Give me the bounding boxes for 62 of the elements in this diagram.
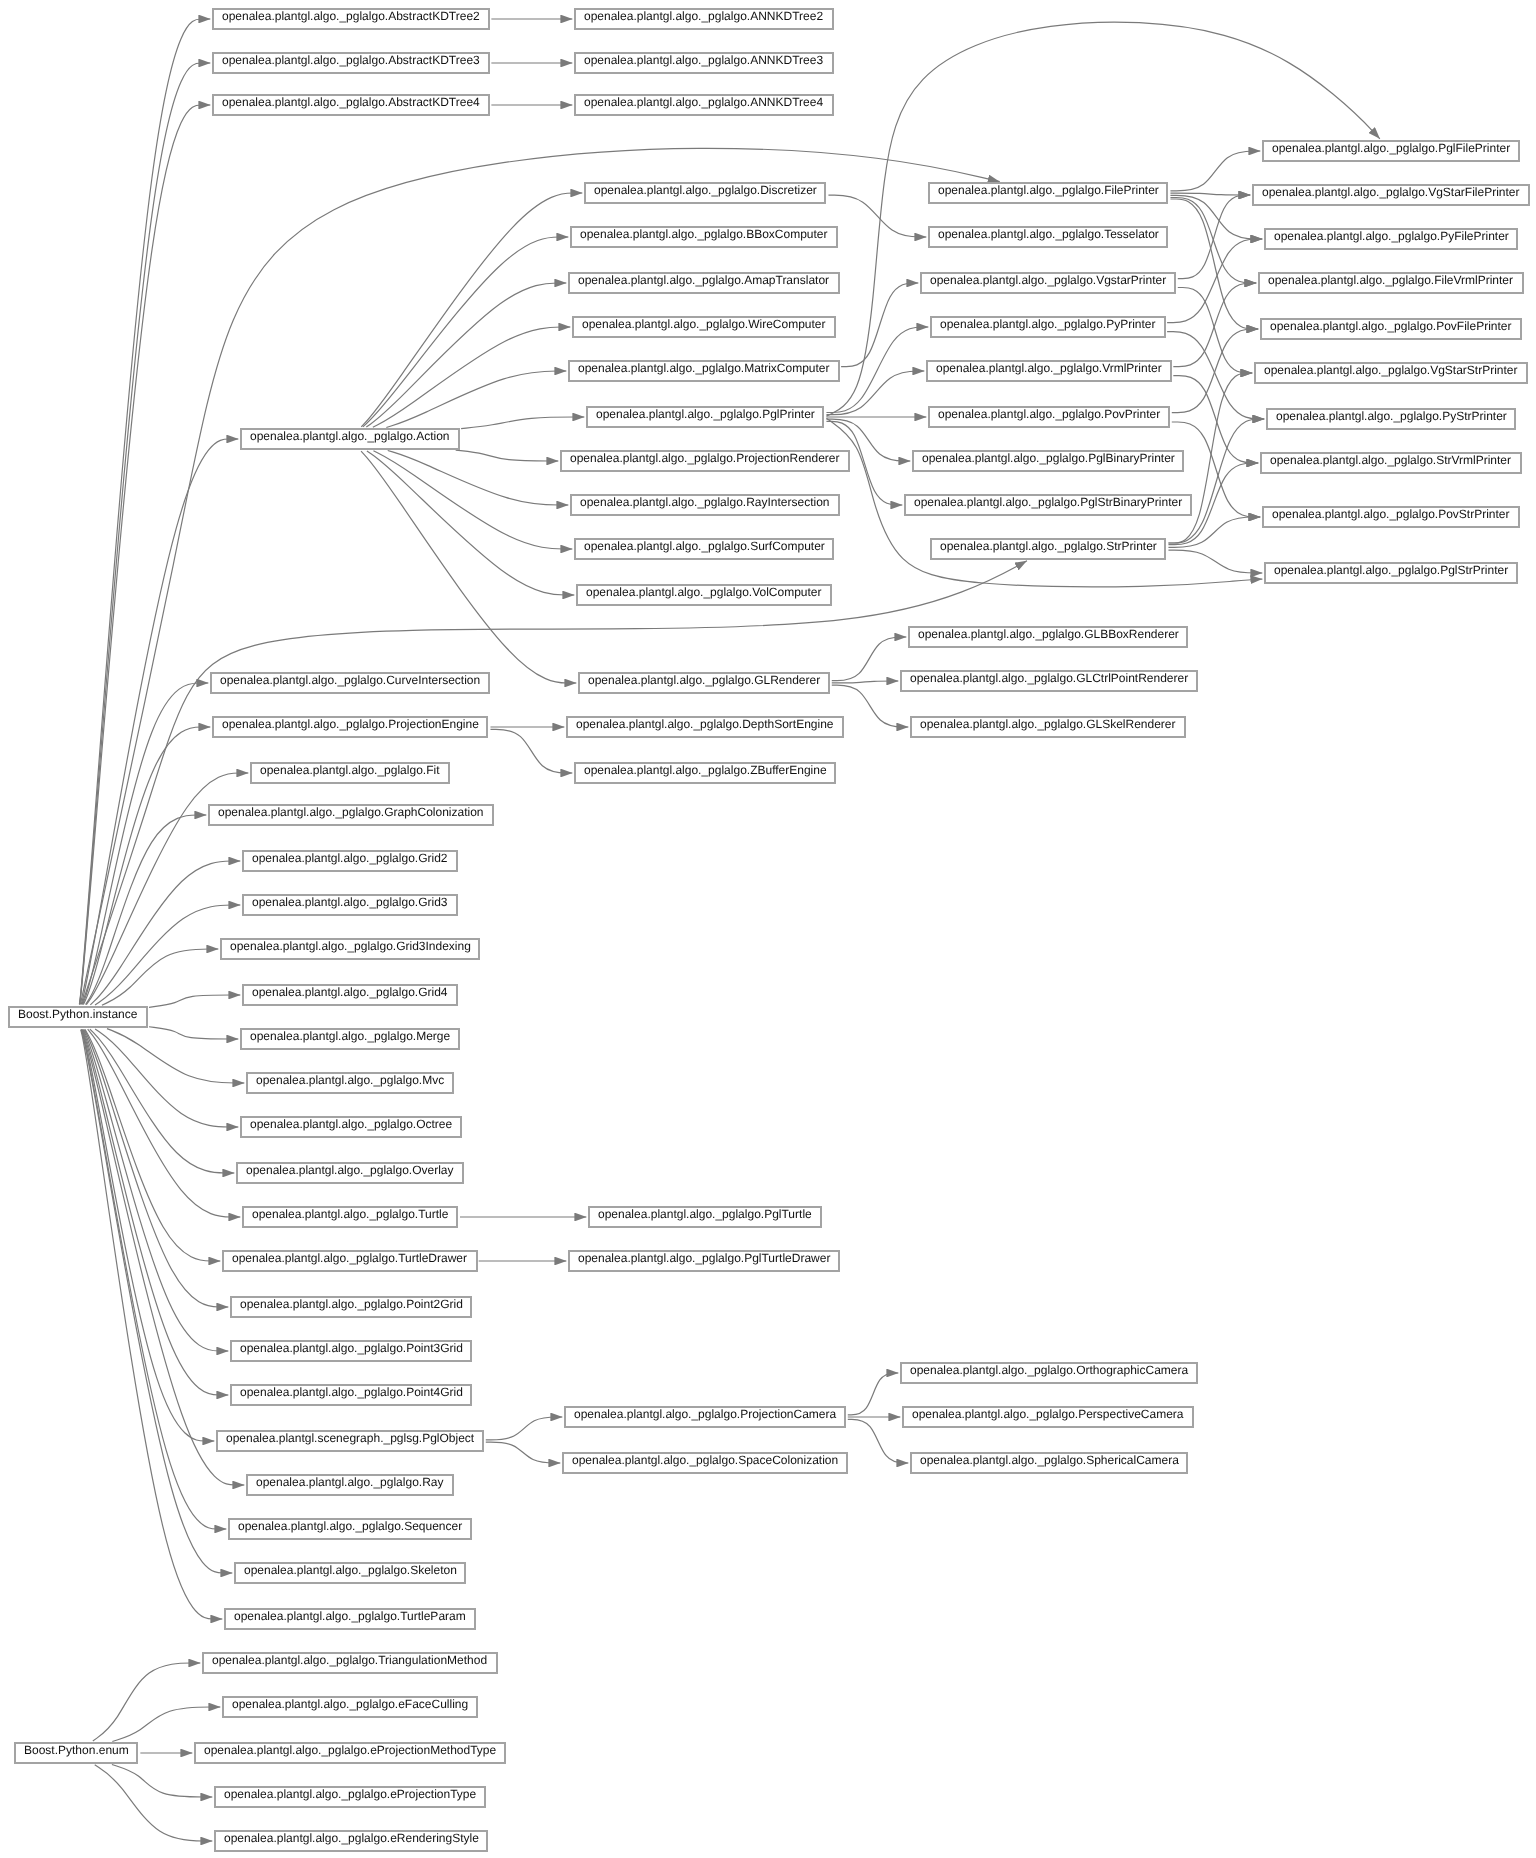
inheritance-arrow (847, 1368, 899, 1416)
inheritance-arrow (372, 450, 573, 554)
inheritance-arrow (459, 1212, 587, 1222)
inheritance-arrow (847, 1412, 901, 1422)
inheritance-arrow (85, 810, 207, 1006)
inheritance-arrow (455, 449, 559, 466)
inheritance-arrow (89, 856, 241, 1006)
inheritance-arrow (1167, 549, 1263, 578)
inheritance-arrow (360, 450, 577, 688)
inheritance-arrow (84, 1028, 221, 1266)
inheritance-arrow (489, 722, 565, 732)
inheritance-arrow (360, 188, 583, 428)
inheritance-arrow (831, 676, 899, 686)
inheritance-arrow (365, 278, 567, 428)
inheritance-arrow (1166, 234, 1263, 324)
inheritance-arrow (847, 1418, 909, 1468)
inheritance-arrow (111, 1763, 213, 1802)
inheritance-arrow (489, 728, 573, 778)
inheritance-arrow (825, 366, 925, 416)
inheritance-arrow (1167, 414, 1265, 544)
inheritance-arrow (831, 632, 907, 682)
inheritance-arrow (387, 449, 569, 510)
inheritance-arrow (831, 684, 909, 732)
inheritance-arrow (106, 1028, 245, 1088)
inheritance-arrow (94, 900, 241, 1006)
inheritance-arrow (81, 560, 1028, 1006)
inheritance-arrow (485, 1441, 561, 1468)
inheritance-arrow (94, 1764, 213, 1846)
inheritance-arrow (825, 322, 929, 414)
inheritance-arrow (478, 1256, 567, 1266)
inheritance-arrow (1167, 458, 1259, 546)
inheritance-arrow (101, 944, 219, 1006)
inheritance-arrow (490, 14, 573, 24)
inheritance-arrow (825, 417, 1263, 588)
inheritance-arrow (148, 1026, 239, 1044)
inheritance-arrow (89, 1028, 235, 1178)
inheritance-arrow (1167, 512, 1261, 548)
inheritance-arrow (372, 322, 571, 428)
inheritance-arrow (825, 412, 927, 422)
inheritance-arrow (485, 1412, 563, 1441)
inheritance-arrow (79, 147, 1001, 1006)
inheritance-arrow (490, 58, 573, 68)
inheritance-arrow (362, 232, 569, 428)
inheritance-arrow (111, 1702, 221, 1743)
inheritance-arrow (148, 990, 241, 1008)
inheritance-arrow (94, 1028, 239, 1132)
inheritance-arrow (840, 278, 919, 368)
inheritance-arrow (81, 1028, 245, 1490)
inheritance-arrow (366, 450, 575, 600)
inheritance-arrow (825, 420, 903, 510)
inheritance-arrow (139, 1748, 193, 1758)
inheritance-arrow (825, 418, 911, 466)
inheritance-arrow (385, 366, 567, 429)
inheritance-arrow (825, 21, 1381, 417)
inheritance-arrow (827, 194, 927, 242)
inheritance-arrow (80, 434, 239, 1006)
inheritance-arrow (460, 412, 585, 430)
inheritance-arrow (1169, 146, 1261, 192)
inheritance-arrow (87, 1028, 241, 1222)
inheritance-arrow (490, 100, 573, 110)
inheritance-arrow (92, 1658, 201, 1742)
inheritance-arrow (85, 768, 249, 1006)
